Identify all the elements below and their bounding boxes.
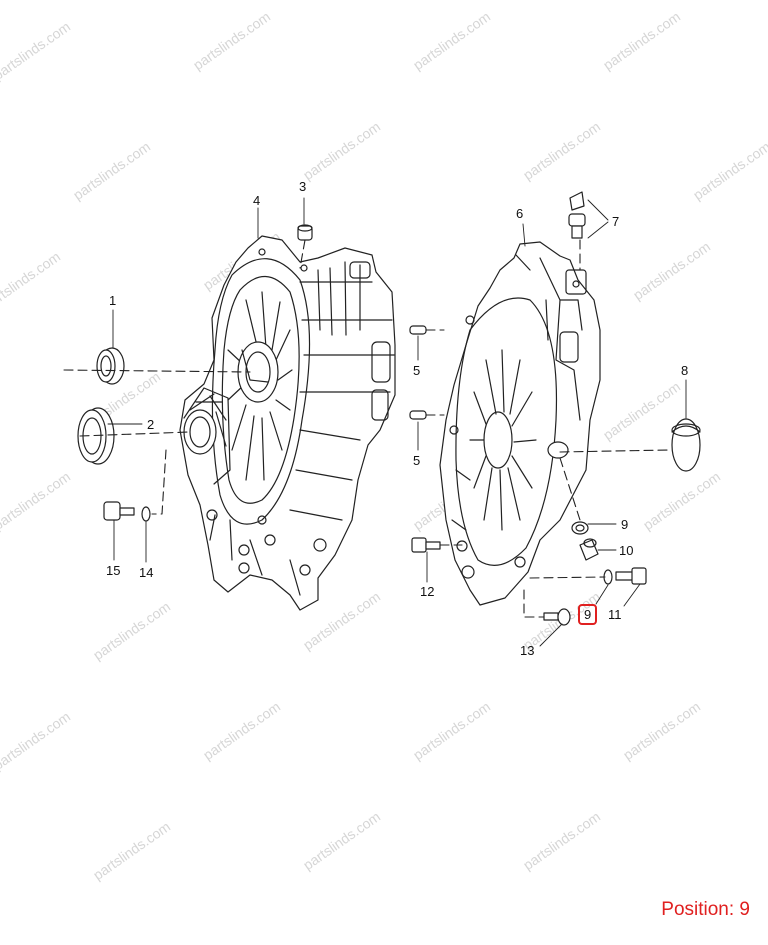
- callout-1[interactable]: 1: [109, 293, 117, 308]
- part-12-bolt: [411, 537, 441, 553]
- part-9-washers: [571, 521, 613, 585]
- callout-12[interactable]: 12: [420, 584, 435, 599]
- callout-14[interactable]: 14: [139, 565, 154, 580]
- part-3-plug: [297, 224, 313, 241]
- position-label: Position: 9: [661, 899, 750, 920]
- callout-7[interactable]: 7: [612, 214, 620, 229]
- part-11-bolt: [615, 567, 647, 585]
- callout-11[interactable]: 11: [608, 607, 622, 622]
- assembly-lines: [63, 239, 671, 618]
- part-5-pins: [409, 325, 427, 420]
- part-7-breather: [568, 191, 586, 239]
- callout-15[interactable]: 15: [106, 563, 121, 578]
- callout-2[interactable]: 2: [147, 417, 155, 432]
- part-13-bolt: [543, 608, 571, 626]
- callout-10[interactable]: 10: [619, 543, 634, 558]
- part-15-bolt: [103, 501, 135, 521]
- callout-8[interactable]: 8: [681, 363, 689, 378]
- right-housing: [439, 241, 601, 606]
- part-10-plug: [579, 538, 599, 561]
- part-8-cap: [671, 418, 701, 472]
- part-1-seal: [96, 347, 125, 385]
- callout-9-highlighted[interactable]: 9: [578, 604, 598, 625]
- callout-4[interactable]: 4: [253, 193, 261, 208]
- callout-6[interactable]: 6: [516, 206, 524, 221]
- callout-5-upper[interactable]: 5: [413, 363, 421, 378]
- leader-lines: [107, 197, 687, 647]
- part-2-seal: [77, 407, 115, 465]
- callout-13[interactable]: 13: [520, 643, 535, 658]
- callout-9[interactable]: 9: [621, 517, 629, 532]
- callout-3[interactable]: 3: [299, 179, 307, 194]
- part-14-washer: [141, 506, 151, 522]
- callout-5-lower[interactable]: 5: [413, 453, 421, 468]
- left-housing: [179, 235, 396, 611]
